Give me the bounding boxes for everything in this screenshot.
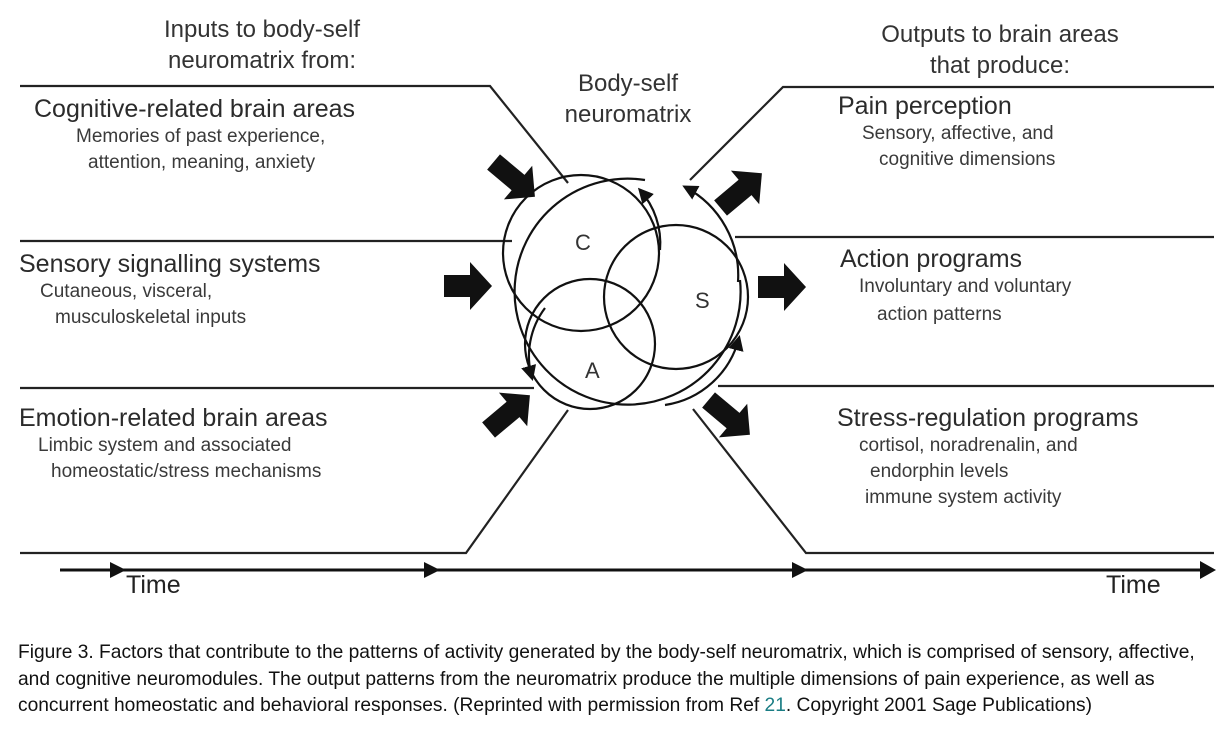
output-title: Action programs	[840, 245, 1023, 273]
circle-s	[602, 223, 750, 371]
neuromatrix-title: Body-self neuromatrix	[564, 70, 692, 128]
input-arrow-cognitive-icon	[487, 154, 535, 200]
time-axis	[60, 561, 1216, 579]
output-top-line	[689, 85, 1214, 181]
input-title: Cognitive-related brain areas	[34, 95, 356, 123]
time-arrowhead-3	[792, 562, 808, 578]
input-title: Sensory signalling systems	[19, 250, 321, 278]
input-section-emotion: Emotion-related brain areas Limbic syste…	[19, 404, 328, 482]
reference-link[interactable]: 21	[764, 695, 786, 716]
figure-caption: Figure 3. Factors that contribute to the…	[18, 642, 1195, 716]
time-arrowhead-2	[424, 562, 440, 578]
arrow-c-to-top	[637, 187, 662, 251]
input-arrow-sensory-icon	[444, 262, 492, 310]
outputs-header: Outputs to brain areas that produce:	[881, 21, 1119, 79]
time-label-left: Time	[126, 571, 181, 599]
output-section-action: Action programs Involuntary and voluntar…	[840, 245, 1072, 325]
inputs-header: Inputs to body-self neuromatrix from:	[163, 16, 361, 74]
module-label-c: C	[575, 230, 591, 255]
arrow-a-down	[521, 307, 546, 381]
input-section-cognitive: Cognitive-related brain areas Memories o…	[34, 95, 356, 173]
output-arrow-stress-icon	[702, 392, 750, 438]
circle-a	[523, 277, 657, 411]
output-bottom-line	[692, 408, 1214, 555]
time-arrowhead-1	[110, 562, 126, 578]
input-top-line	[20, 84, 569, 184]
time-label-right: Time	[1106, 571, 1161, 599]
circle-c	[501, 173, 661, 333]
output-arrow-action-icon	[758, 263, 806, 311]
module-label-a: A	[585, 358, 600, 383]
arrow-s-curve	[664, 335, 744, 407]
outer-circle	[513, 177, 742, 406]
output-arrow-pain-icon	[714, 170, 762, 216]
output-section-pain: Pain perception Sensory, affective, and …	[838, 92, 1056, 170]
output-title: Pain perception	[838, 92, 1012, 120]
arrow-s-to-top	[682, 185, 740, 283]
input-arrow-emotion-icon	[482, 392, 530, 438]
output-title: Stress-regulation programs	[837, 404, 1139, 432]
module-label-s: S	[695, 288, 710, 313]
input-title: Emotion-related brain areas	[19, 404, 328, 432]
output-section-stress: Stress-regulation programs cortisol, nor…	[837, 404, 1139, 508]
time-arrowhead-4	[1200, 561, 1216, 579]
input-bottom-line	[20, 409, 569, 555]
input-section-sensory: Sensory signalling systems Cutaneous, vi…	[19, 250, 321, 328]
